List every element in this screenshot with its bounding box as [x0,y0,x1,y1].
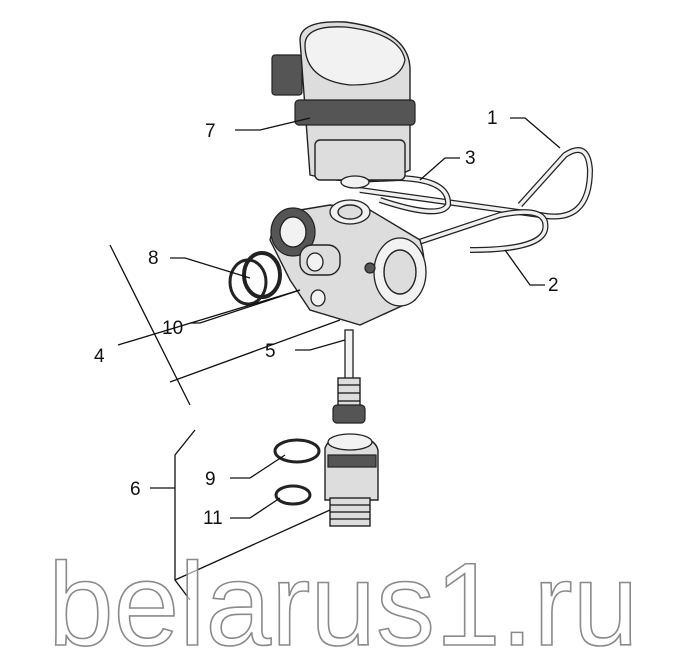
callout-9: 9 [205,469,216,490]
callout-2: 2 [548,275,559,296]
stem-part-5 [332,329,366,424]
o-ring-part-11 [274,484,312,506]
leader-lines [109,117,561,601]
tube-part-1 [359,147,594,220]
callout-4: 4 [94,346,105,367]
callout-8: 8 [148,248,159,269]
callout-6: 6 [130,479,141,500]
o-ring-part-10 [228,258,268,306]
valve-body [269,199,427,326]
fitting-part-6 [324,433,379,527]
callout-11: 11 [203,508,223,529]
callout-3: 3 [465,148,476,169]
tube-part-2 [409,209,549,253]
o-ring-part-9 [273,438,321,464]
actuator-part-7 [271,21,416,189]
callout-7: 7 [205,121,216,142]
callout-5: 5 [265,341,276,362]
callout-1: 1 [487,108,498,129]
tube-part-3 [354,174,452,215]
watermark-text: belarus1.ru [48,539,638,657]
callout-10: 10 [162,318,183,339]
